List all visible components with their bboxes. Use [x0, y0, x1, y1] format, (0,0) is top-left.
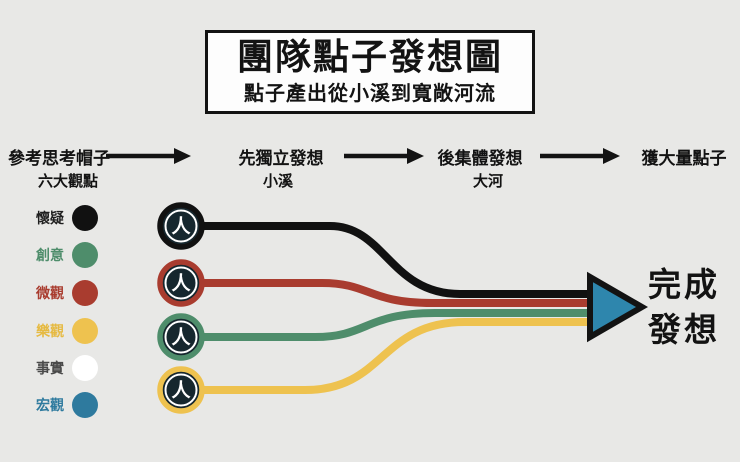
legend-item-optimistic: 樂觀 — [24, 318, 98, 344]
completion-line2: 發想 — [648, 311, 720, 348]
person-node-yellow: 人 — [157, 366, 205, 414]
completion-arrowhead-icon — [587, 271, 649, 343]
legend-dot-yellow — [72, 318, 98, 344]
person-node-black: 人 — [157, 202, 205, 250]
person-node-green: 人 — [157, 313, 205, 361]
completion-line1: 完成 — [648, 266, 720, 303]
person-node-inner-ring — [164, 266, 198, 300]
step-label-many-ideas: 獲大量點子 — [641, 149, 727, 168]
diagram-subtitle: 點子產出從小溪到寬敞河流 — [244, 83, 496, 106]
arrow-head-icon — [603, 148, 620, 164]
diagram-title: 團隊點子發想圖 — [236, 35, 503, 77]
legend-label: 創意 — [36, 247, 64, 263]
person-icon: 人 — [171, 273, 191, 295]
legend-label: 樂觀 — [36, 323, 64, 339]
person-node-ring — [157, 366, 205, 414]
completion-label: 完成 發想 — [648, 262, 740, 352]
person-node-ring — [157, 313, 205, 361]
person-icon: 人 — [171, 327, 191, 349]
legend-item-creative: 創意 — [24, 242, 98, 268]
arrow-head-icon — [174, 148, 191, 164]
stream-black — [181, 222, 592, 298]
legend-label: 事實 — [36, 360, 64, 376]
legend-dot-white — [72, 355, 98, 381]
person-node-inner-ring — [164, 373, 198, 407]
legend-label: 懷疑 — [36, 210, 64, 226]
step-label-individual-ideation: 先獨立發想 — [238, 149, 324, 168]
person-node-inner-ring — [164, 209, 198, 243]
arrow-head-icon — [407, 148, 424, 164]
person-node-ring — [157, 202, 205, 250]
person-node-red: 人 — [157, 259, 205, 307]
step-arrow-2 — [344, 148, 424, 164]
stream-red — [181, 279, 592, 307]
step-label-group-ideation: 後集體發想 — [437, 149, 523, 168]
person-node-inner-ring — [164, 320, 198, 354]
legend-item-micro: 微觀 — [24, 280, 98, 306]
legend-label: 宏觀 — [36, 397, 64, 413]
step-sublabel-river: 大河 — [472, 173, 503, 190]
legend-dot-red — [72, 280, 98, 306]
step-arrow-3 — [540, 148, 620, 164]
step-sublabel-stream: 小溪 — [262, 173, 293, 190]
legend-item-macro: 宏觀 — [24, 392, 98, 418]
step-arrow-1 — [106, 148, 191, 164]
stream-green — [181, 309, 592, 341]
legend-dot-black — [72, 205, 98, 231]
legend-label: 微觀 — [36, 285, 64, 301]
title-box: 團隊點子發想圖 點子產出從小溪到寬敞河流 — [205, 30, 535, 114]
step-label-thinking-hats: 參考思考帽子 — [8, 149, 110, 168]
person-icon: 人 — [171, 216, 191, 238]
person-icon: 人 — [171, 380, 191, 402]
stream-yellow — [181, 318, 592, 394]
legend-item-skeptic: 懷疑 — [24, 205, 98, 231]
legend-dot-green — [72, 242, 98, 268]
person-node-ring — [157, 259, 205, 307]
legend-dot-teal — [72, 392, 98, 418]
step-sublabel-six-views: 六大觀點 — [37, 173, 98, 190]
legend-item-factual: 事實 — [24, 355, 98, 381]
